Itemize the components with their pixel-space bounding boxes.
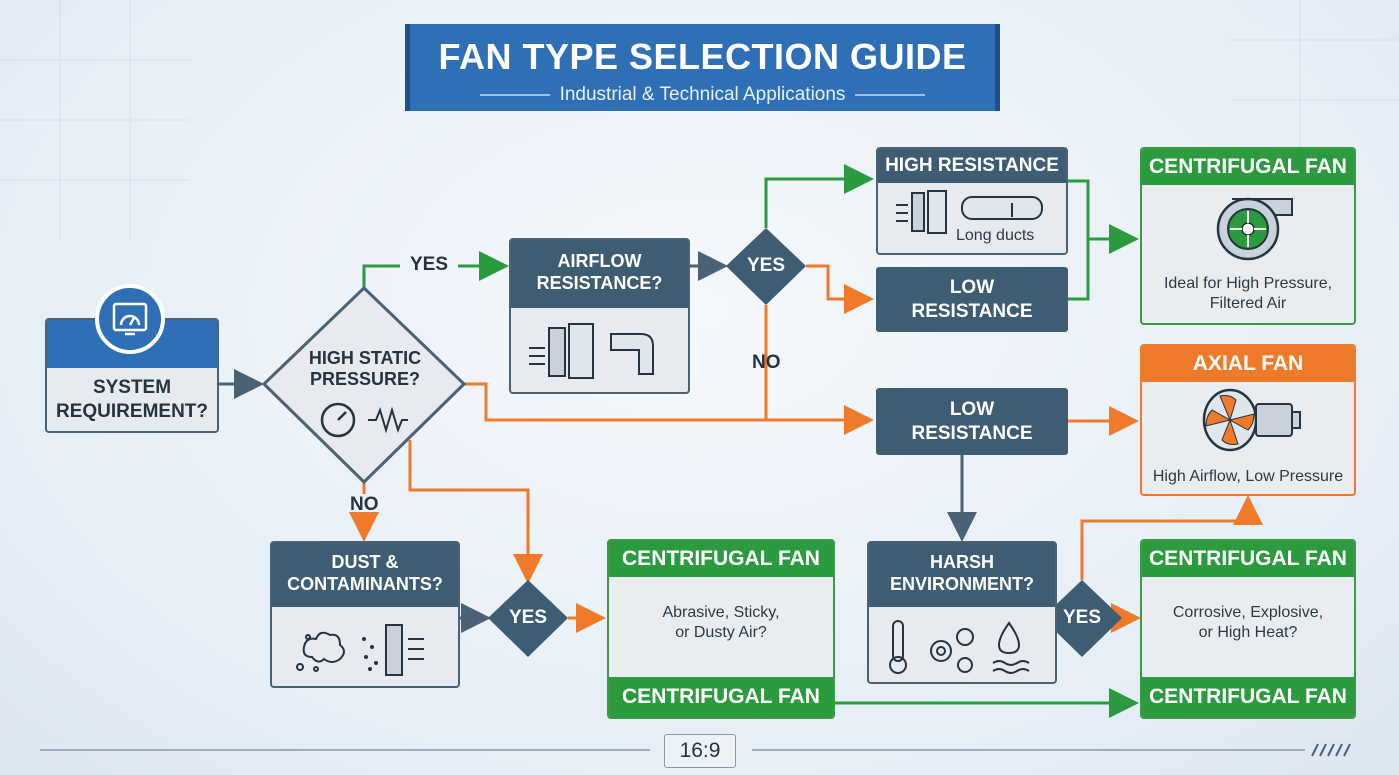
- line-merge: [1068, 179, 1090, 301]
- arrow-pressure-to-yes-dust: [408, 440, 543, 584]
- low-resistance-upper-node: LOW RESISTANCE: [876, 267, 1068, 332]
- aspect-ratio-badge: 16:9: [664, 734, 736, 768]
- centrifugal-fan-top-card: CENTRIFUGAL FAN Ideal for High Pressure,…: [1140, 147, 1356, 325]
- harsh-environment-node: HARSH ENVIRONMENT?: [867, 541, 1057, 684]
- gauge-badge-icon: [95, 284, 165, 354]
- dust-contaminants-label: DUST & CONTAMINANTS?: [272, 543, 458, 607]
- arrow-to-high-resistance: [764, 164, 874, 228]
- long-ducts-caption: Long ducts: [956, 227, 1035, 244]
- yes-diamond-dust: [488, 580, 568, 657]
- yes-diamond-dust-label: YES: [508, 607, 548, 628]
- yes-diamond-harsh-label: YES: [1062, 607, 1102, 628]
- no-label-left: NO: [350, 494, 379, 515]
- high-resistance-label: HIGH RESISTANCE: [878, 149, 1066, 183]
- harsh-environment-icons: [889, 620, 1030, 674]
- harsh-environment-label: HARSH ENVIRONMENT?: [869, 543, 1055, 607]
- yes-diamond-top-label: YES: [746, 255, 786, 276]
- airflow-resistance-node: AIRFLOW RESISTANCE?: [509, 238, 690, 394]
- low-resistance-mid-node: LOW RESISTANCE: [876, 388, 1068, 455]
- arrow-to-low-resistance-mid: [462, 382, 874, 435]
- centrifugal-fan-icon: [1216, 197, 1293, 261]
- yes-diamond-top: [726, 228, 806, 305]
- centrifugal-fan-dust-card: CENTRIFUGAL FAN Abrasive, Sticky, or Dus…: [607, 539, 835, 719]
- centrifugal-fan-harsh-card: CENTRIFUGAL FAN Corrosive, Explosive, or…: [1140, 539, 1356, 719]
- long-duct-icon: [896, 190, 1043, 234]
- high-resistance-node: HIGH RESISTANCE: [876, 147, 1068, 255]
- high-static-pressure-label: HIGH STATIC PRESSURE?: [308, 348, 422, 389]
- page-title: FAN TYPE SELECTION GUIDE: [438, 36, 967, 77]
- axial-fan-icon: [1202, 388, 1301, 452]
- axial-fan-card: AXIAL FAN High Airflow, Low Pressure: [1140, 344, 1356, 496]
- dust-particles-icon: [296, 624, 424, 676]
- axial-fan-caption: High Airflow, Low Pressure: [1152, 468, 1344, 485]
- yes-label-top: YES: [410, 254, 449, 275]
- background-grid: [0, 0, 1399, 240]
- axial-fan-title: AXIAL FAN: [1142, 346, 1354, 382]
- system-requirement-label: SYSTEM REQUIREMENT?: [56, 377, 208, 422]
- subtitle-hatch-left: [479, 93, 550, 96]
- airflow-resistance-label: AIRFLOW RESISTANCE?: [511, 240, 688, 308]
- no-label-mid: NO: [752, 352, 781, 373]
- pressure-diamond: [261, 285, 467, 485]
- pressure-gauge-icon: [320, 402, 408, 438]
- centrifugal-fan-harsh-footer: CENTRIFUGAL FAN: [1142, 677, 1354, 717]
- yes-diamond-harsh: [1042, 580, 1122, 657]
- title-banner: FAN TYPE SELECTION GUIDE Industrial & Te…: [405, 24, 1000, 111]
- centrifugal-fan-harsh-caption: Corrosive, Explosive, or High Heat?: [1172, 604, 1324, 641]
- centrifugal-fan-top-title: CENTRIFUGAL FAN: [1142, 149, 1354, 185]
- centrifugal-fan-harsh-title: CENTRIFUGAL FAN: [1142, 541, 1354, 577]
- centrifugal-fan-dust-caption: Abrasive, Sticky, or Dusty Air?: [662, 604, 780, 641]
- subtitle-hatch-right: [855, 93, 926, 96]
- page-subtitle: Industrial & Technical Applications: [410, 84, 995, 106]
- arrow-yes-to-axial: [1080, 495, 1263, 580]
- bottom-hatch: [1311, 743, 1351, 757]
- centrifugal-fan-top-caption: Ideal for High Pressure, Filtered Air: [1163, 275, 1333, 312]
- line-yes-up: [362, 264, 400, 290]
- subtitle-text: Industrial & Technical Applications: [559, 84, 846, 105]
- dust-contaminants-node: DUST & CONTAMINANTS?: [270, 541, 460, 688]
- filter-duct-icon: [529, 323, 654, 379]
- centrifugal-fan-dust-footer: CENTRIFUGAL FAN: [609, 677, 833, 717]
- arrow-to-low-resistance-upper: [806, 264, 874, 314]
- monitor-gauge-icon: [112, 302, 148, 336]
- centrifugal-fan-dust-title: CENTRIFUGAL FAN: [609, 541, 833, 577]
